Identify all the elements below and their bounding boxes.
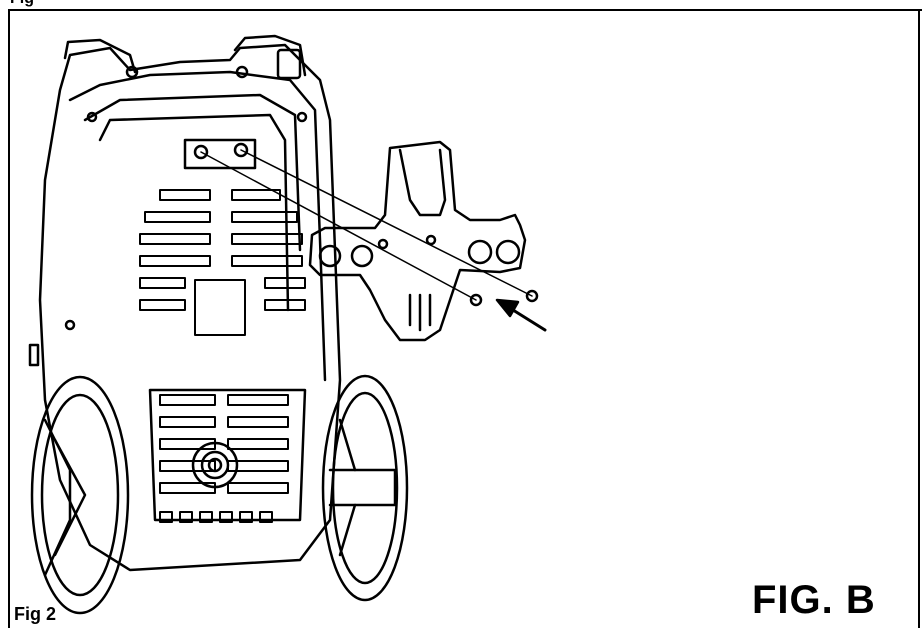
frame-right-border bbox=[918, 9, 920, 628]
lower-vents bbox=[159, 394, 289, 494]
left-wheel bbox=[30, 375, 130, 615]
lower-housing bbox=[148, 388, 307, 522]
guide-lines bbox=[200, 149, 533, 301]
washer-body bbox=[38, 43, 342, 572]
screw-1 bbox=[469, 293, 483, 307]
direction-arrow bbox=[495, 298, 547, 332]
screw-plate bbox=[183, 138, 257, 170]
handle-left bbox=[63, 38, 137, 74]
figure-caption-small: Fig 2 bbox=[14, 604, 57, 624]
screw-2 bbox=[525, 289, 539, 303]
handle-right bbox=[233, 34, 307, 77]
upper-vents bbox=[139, 189, 306, 336]
right-wheel bbox=[321, 374, 409, 602]
holder-bracket bbox=[308, 140, 527, 342]
frame-top-border bbox=[8, 9, 922, 11]
frame-left-border bbox=[8, 9, 10, 628]
figure-caption-large: FIG. B bbox=[752, 578, 876, 622]
outlet-fitting bbox=[191, 441, 239, 489]
top-cut-label: Fig bbox=[10, 0, 34, 8]
